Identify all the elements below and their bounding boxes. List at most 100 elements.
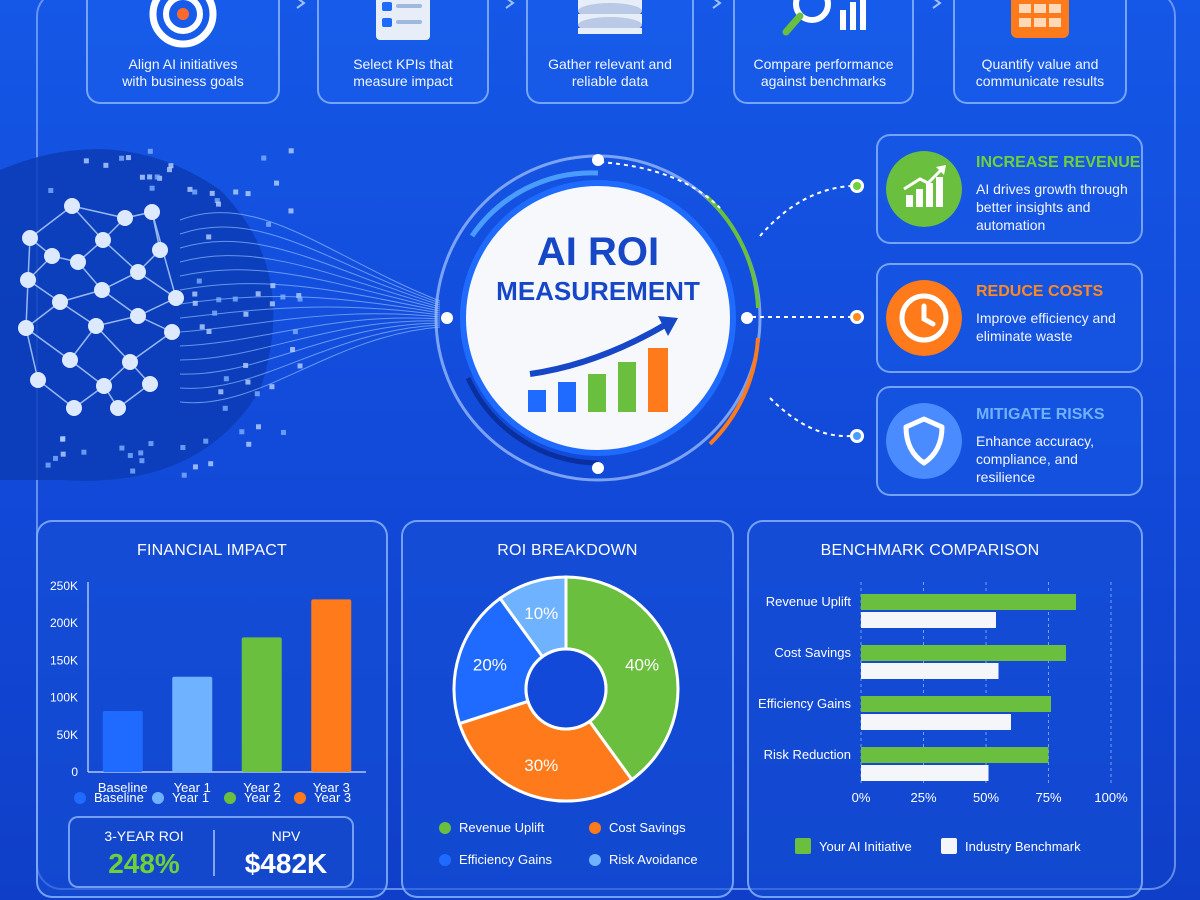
- y-tick-label: 250K: [50, 579, 78, 593]
- data-square: [233, 189, 239, 195]
- step-text-line: communicate results: [975, 73, 1105, 89]
- benefit-desc-line: compliance, and: [976, 451, 1078, 467]
- benchmark-bar-industry: [861, 612, 996, 628]
- legend-swatch: [152, 791, 164, 804]
- data-square: [139, 174, 145, 180]
- data-square: [60, 451, 66, 457]
- data-square: [53, 455, 59, 461]
- category-label: Cost Savings: [774, 645, 851, 660]
- network-node: [164, 324, 180, 340]
- data-square: [127, 452, 133, 458]
- legend-label: Efficiency Gains: [459, 852, 552, 867]
- data-square: [212, 310, 218, 316]
- legend-label: Year 3: [314, 790, 352, 805]
- network-node: [94, 282, 110, 298]
- benchmark-bar-initiative: [861, 747, 1049, 763]
- network-edge: [29, 205, 73, 239]
- data-stream-line: [179, 306, 441, 319]
- network-node: [62, 352, 78, 368]
- chevron-right-icon: [296, 0, 306, 9]
- pie-slice-label: 20%: [473, 655, 507, 674]
- x-tick-label: Baseline: [98, 780, 148, 795]
- benefit-desc-line: resilience: [976, 469, 1036, 485]
- panel-title: ROI BREAKDOWN: [497, 542, 638, 559]
- data-stream-line: [179, 317, 441, 347]
- legend-label: Cost Savings: [609, 820, 686, 835]
- data-square: [206, 234, 212, 240]
- step-text-line: Align AI initiatives: [128, 56, 238, 72]
- x-tick-label: Year 3: [313, 780, 350, 795]
- data-square: [192, 300, 198, 306]
- step-text-line: reliable data: [571, 73, 649, 89]
- benefit-desc-line: eliminate waste: [976, 328, 1073, 344]
- network-node: [142, 376, 158, 392]
- chevron-right-icon: [505, 0, 515, 9]
- legend-label: Year 2: [244, 790, 282, 805]
- step-card-quantify: Quantify value and communicate results: [953, 0, 1127, 104]
- pie-slice-label: 30%: [524, 756, 558, 775]
- data-square: [119, 445, 125, 451]
- financial-bar: [311, 599, 352, 772]
- data-square: [209, 190, 215, 196]
- network-node: [130, 264, 146, 280]
- data-square: [81, 449, 87, 455]
- legend-swatch: [294, 791, 306, 804]
- data-square: [119, 155, 125, 161]
- data-stream-line: [179, 212, 441, 302]
- benchmark-bar-initiative: [861, 645, 1066, 661]
- benefit-desc-line: Improve efficiency and: [976, 310, 1116, 326]
- step-text-line: with business goals: [122, 73, 244, 89]
- benefit-desc-line: better insights and: [976, 199, 1091, 215]
- kpi-divider: [213, 830, 215, 876]
- hero-title: AI ROI: [536, 230, 660, 274]
- y-tick-label: 0: [71, 765, 78, 779]
- data-square: [203, 438, 209, 444]
- data-square: [280, 294, 286, 300]
- x-tick-label: 75%: [1035, 790, 1061, 805]
- data-square: [292, 329, 298, 335]
- benefit-card-risks: MITIGATE RISKS Enhance accuracy, complia…: [876, 386, 1143, 496]
- category-label: Efficiency Gains: [758, 696, 851, 711]
- neural-network-illustration: [0, 148, 441, 481]
- roi-breakdown-panel: ROI BREAKDOWN 40%30%20%10% Revenue Uplif…: [401, 520, 734, 898]
- data-square: [187, 186, 193, 192]
- data-square: [216, 297, 222, 303]
- y-tick-label: 200K: [50, 616, 78, 630]
- benefit-title: MITIGATE RISKS: [976, 406, 1105, 423]
- network-node: [96, 378, 112, 394]
- data-square: [269, 301, 275, 307]
- data-square: [218, 389, 224, 395]
- data-stream-line: [179, 269, 441, 310]
- legend-label: Risk Avoidance: [609, 852, 698, 867]
- data-square: [196, 278, 202, 284]
- network-node: [20, 272, 36, 288]
- legend-swatch: [795, 838, 811, 854]
- data-stream-line: [179, 320, 441, 361]
- benchmark-panel: BENCHMARK COMPARISON 0%25%50%75%100%Reve…: [747, 520, 1143, 898]
- data-square: [48, 187, 54, 193]
- data-square: [246, 441, 252, 447]
- data-square: [243, 362, 249, 368]
- legend-item: Efficiency Gains: [439, 852, 552, 867]
- x-tick-label: 0%: [852, 790, 871, 805]
- data-square: [254, 391, 260, 397]
- benchmark-bar-industry: [861, 765, 989, 781]
- data-stream-line: [179, 326, 441, 404]
- data-square: [180, 445, 186, 451]
- y-tick-label: 150K: [50, 653, 78, 667]
- data-square: [296, 293, 302, 299]
- network-node: [52, 294, 68, 310]
- x-tick-label: 100%: [1094, 790, 1128, 805]
- benefit-connectors: [752, 179, 864, 443]
- network-node: [144, 204, 160, 220]
- network-node: [66, 400, 82, 416]
- benefit-title: REDUCE COSTS: [976, 283, 1104, 300]
- data-square: [208, 461, 214, 467]
- data-square: [199, 324, 205, 330]
- pie-slice-label: 10%: [524, 604, 558, 623]
- data-square: [243, 311, 249, 317]
